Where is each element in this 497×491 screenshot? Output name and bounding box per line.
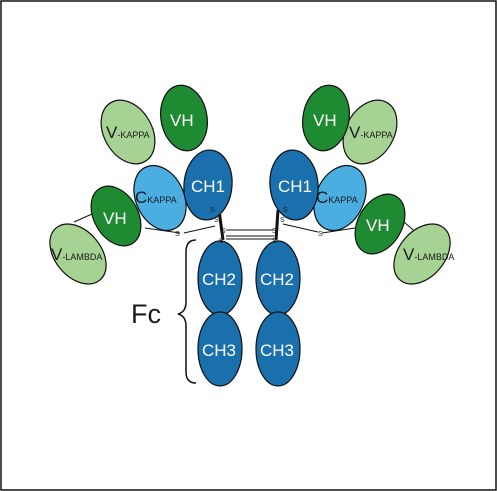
fc-label: Fc — [131, 299, 161, 329]
right-vh-top-domain — [302, 84, 350, 152]
left-ch3-domain — [197, 311, 243, 387]
right-v-lambda-label: V-LAMBDA — [403, 245, 454, 264]
right-vh-lower-label: VH — [366, 216, 390, 235]
right-ch3-label: CH3 — [260, 341, 294, 360]
left-v-kappa-label: V-KAPPA — [106, 123, 150, 142]
left-ch1-disulfide-2: S — [214, 217, 219, 224]
left-lambda-tail — [73, 213, 93, 223]
right-ch1-disulfide-1: S — [283, 207, 288, 214]
left-ch2-label: CH2 — [202, 270, 236, 289]
left-light-linker-2 — [183, 225, 216, 234]
right-c-kappa-label: CKAPPA — [316, 188, 358, 207]
right-ch1-label: CH1 — [278, 177, 312, 196]
right-v-kappa-label: V-KAPPA — [349, 123, 393, 142]
hinge-disulfide-right-2: S — [272, 238, 277, 245]
right-ch3-domain — [255, 311, 301, 387]
left-vh-lower-domain — [90, 185, 142, 247]
hinge-disulfide-left-1: S — [221, 228, 226, 235]
left-vh-top-label: VH — [170, 111, 194, 130]
left-vh-lower-label: VH — [103, 209, 127, 228]
left-ch3-label: CH3 — [202, 341, 236, 360]
right-hinge-strand — [274, 209, 280, 241]
right-vh-top-label: VH — [313, 111, 337, 130]
right-light-disulfide: S — [318, 231, 323, 238]
right-v-lambda-domain — [393, 223, 451, 285]
hinge-disulfide-left-2: S — [219, 238, 224, 245]
hinge-disulfide-right-1: S — [272, 228, 277, 235]
linker-lines — [73, 213, 421, 240]
right-light-linker-2 — [321, 227, 356, 234]
left-c-kappa-label: CKAPPA — [135, 188, 177, 207]
left-v-lambda-domain — [49, 223, 107, 285]
left-v-kappa-domain — [100, 99, 156, 165]
left-light-disulfide: S — [175, 231, 180, 238]
left-ch1-disulfide-1: S — [210, 207, 215, 214]
right-ch1-domain — [269, 149, 319, 221]
left-ch1-label: CH1 — [191, 177, 225, 196]
right-ch2-label: CH2 — [260, 270, 294, 289]
left-c-kappa-domain — [133, 164, 187, 232]
right-ch1-disulfide-2: S — [280, 217, 285, 224]
fc-brace — [177, 239, 197, 384]
left-v-lambda-label: V-LAMBDA — [51, 245, 102, 264]
left-vh-top-domain — [160, 84, 208, 152]
right-vh-lower-domain — [354, 193, 406, 255]
left-ch1-domain — [183, 149, 233, 221]
right-light-linker — [282, 223, 319, 233]
